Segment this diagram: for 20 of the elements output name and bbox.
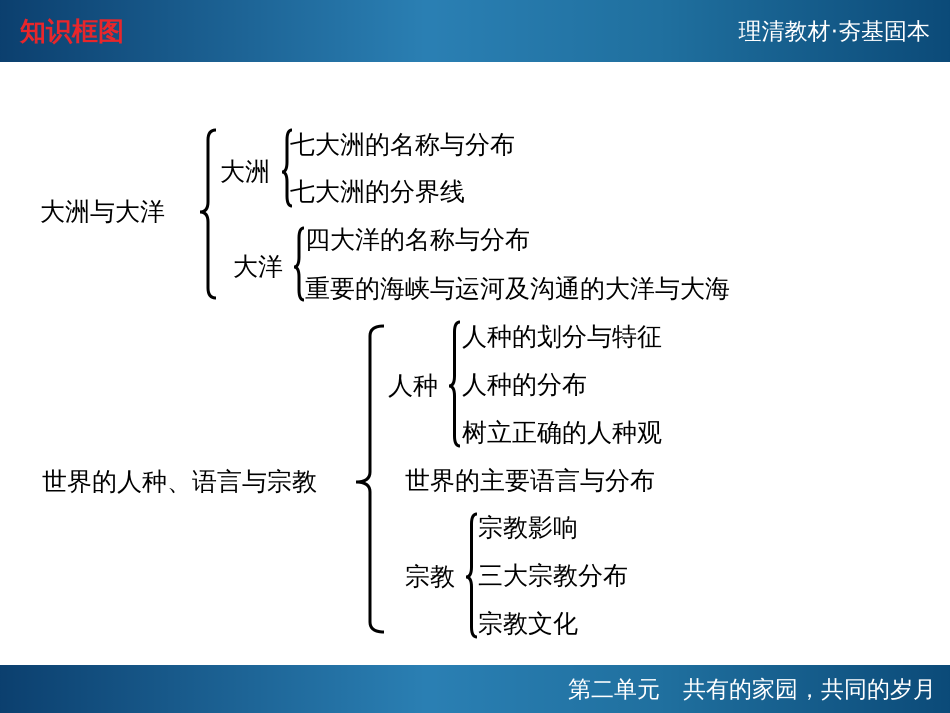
topic-text: 宗教: [405, 562, 455, 592]
topic-text: 世界的主要语言与分布: [405, 466, 655, 496]
header-slogan: 理清教材·夯基固本: [738, 18, 930, 47]
topic-text: 人种的分布: [462, 370, 587, 400]
topic-text: 树立正确的人种观: [462, 418, 662, 448]
topic-text: 七大洲的名称与分布: [290, 130, 515, 160]
topic-text: 重要的海峡与运河及沟通的大洋与大海: [305, 274, 730, 304]
topic-text: 大洲与大洋: [40, 197, 165, 227]
topic-text: 大洲: [220, 157, 270, 187]
topic-text: 七大洲的分界线: [290, 177, 465, 207]
topic-text: 世界的人种、语言与宗教: [42, 467, 317, 497]
unit-title: 第二单元 共有的家园，共同的岁月: [568, 676, 936, 705]
topic-text: 人种的划分与特征: [462, 322, 662, 352]
title: 知识框图: [20, 16, 124, 49]
topic-text: 四大洋的名称与分布: [305, 225, 530, 255]
topic-text: 三大宗教分布: [478, 561, 628, 591]
topic-text: 人种: [388, 371, 438, 401]
topic-text: 宗教影响: [478, 513, 578, 543]
topic-text: 宗教文化: [478, 609, 578, 639]
topic-text: 大洋: [233, 252, 283, 282]
